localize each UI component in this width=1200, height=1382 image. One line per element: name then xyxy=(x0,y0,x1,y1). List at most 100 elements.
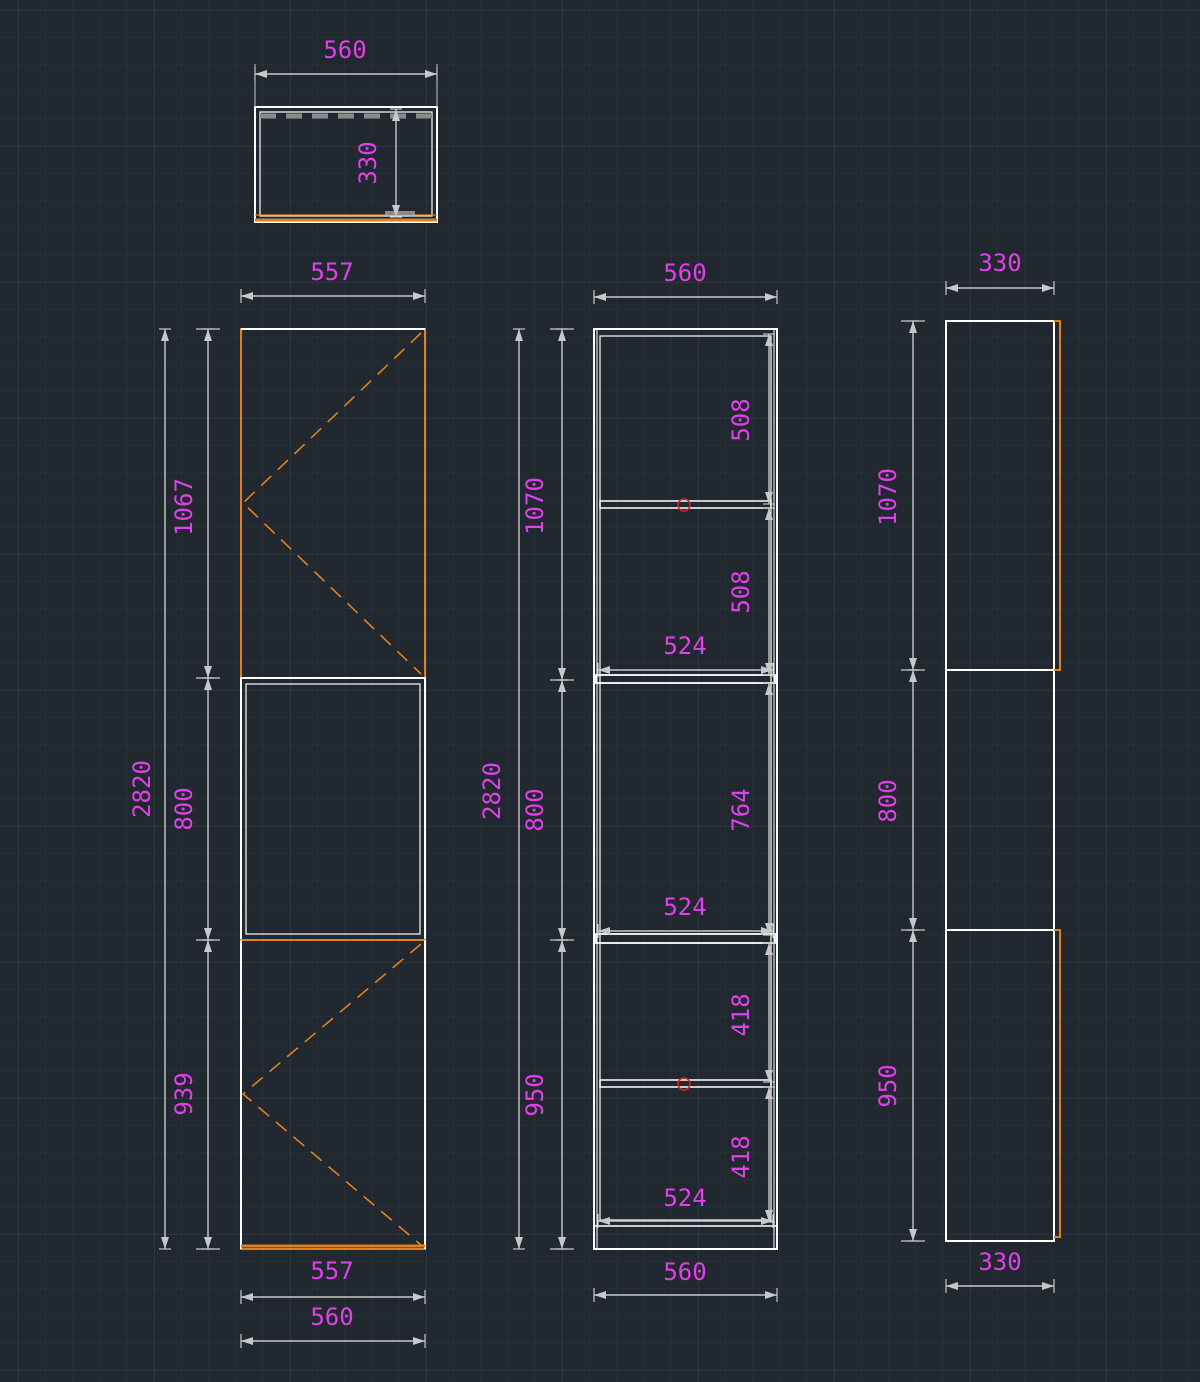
plan-inner-outline xyxy=(259,111,433,217)
dim-arrowhead xyxy=(909,321,917,333)
dim-arrowhead xyxy=(558,329,566,341)
dim-section-shelf-3: 764 xyxy=(727,788,755,831)
dim-arrowhead xyxy=(1042,284,1054,292)
dim-arrowhead xyxy=(761,927,773,935)
dim-arrowhead xyxy=(909,658,917,670)
dim-side-upper: 1070 xyxy=(874,468,902,526)
dim-arrowhead xyxy=(241,292,253,300)
dim-arrowhead xyxy=(594,1291,606,1299)
dim-arrowhead xyxy=(765,1087,773,1099)
dim-section-shelf-5: 418 xyxy=(727,1135,755,1178)
fixed-panel-2 xyxy=(595,933,776,944)
dim-arrowhead xyxy=(425,70,437,78)
dim-arrowhead xyxy=(909,930,917,942)
dim-front-upper: 1067 xyxy=(170,478,198,536)
dim-arrowhead xyxy=(558,928,566,940)
dim-section-shelf-4: 418 xyxy=(727,993,755,1036)
front-upper-hinge-dashed xyxy=(241,332,422,675)
dim-arrowhead xyxy=(765,683,773,695)
plan-outline xyxy=(254,106,438,223)
dim-arrowhead xyxy=(765,943,773,955)
side-lower-door-edge xyxy=(1054,929,1061,1238)
shelf-lower-1 xyxy=(599,1079,772,1088)
dim-arrowhead xyxy=(392,109,400,121)
front-lower-hinge-dashed xyxy=(241,943,422,1246)
shelf-pin-marker-1 xyxy=(677,498,691,512)
dim-arrowhead xyxy=(558,668,566,680)
dim-section-bottom-width: 560 xyxy=(663,1258,706,1286)
dim-arrowhead xyxy=(558,1237,566,1249)
dim-section-lower: 950 xyxy=(521,1073,549,1116)
dim-arrowhead xyxy=(598,666,610,674)
dim-arrowhead xyxy=(413,292,425,300)
dim-arrowhead xyxy=(241,1337,253,1345)
dim-arrowhead xyxy=(765,1291,777,1299)
dim-arrowhead xyxy=(413,1337,425,1345)
dim-arrowhead xyxy=(515,329,523,341)
section-inner-outline xyxy=(599,335,772,1221)
dim-arrowhead xyxy=(946,1282,958,1290)
dim-arrowhead xyxy=(1042,1282,1054,1290)
dim-section-top-width: 560 xyxy=(663,259,706,287)
dim-arrowhead xyxy=(204,940,212,952)
dim-arrowhead xyxy=(909,918,917,930)
dim-plan-depth: 330 xyxy=(354,141,382,184)
dim-arrowhead xyxy=(558,940,566,952)
dim-arrowhead xyxy=(765,293,777,301)
dim-section-shelf-1: 508 xyxy=(727,398,755,441)
dim-section-inner-width-1: 524 xyxy=(663,632,706,660)
dim-front-lower: 939 xyxy=(170,1072,198,1115)
dim-section-inner-width-3: 524 xyxy=(663,1184,706,1212)
dim-front-top-width: 557 xyxy=(310,258,353,286)
dim-arrowhead xyxy=(413,1293,425,1301)
dim-arrowhead xyxy=(161,1237,169,1249)
dim-arrowhead xyxy=(204,666,212,678)
dim-arrowhead xyxy=(765,508,773,520)
dim-side-top-width: 330 xyxy=(978,249,1021,277)
dim-front-overall-width: 560 xyxy=(310,1303,353,1331)
dim-arrowhead xyxy=(594,293,606,301)
dim-section-inner-width-2: 524 xyxy=(663,893,706,921)
dim-arrowhead xyxy=(909,670,917,682)
front-middle-inner xyxy=(245,683,421,935)
dim-arrowhead xyxy=(765,1070,773,1082)
plan-view xyxy=(254,106,438,223)
dim-section-total-height: 2820 xyxy=(478,762,506,820)
dim-side-bottom-width: 330 xyxy=(978,1248,1021,1276)
dim-arrowhead xyxy=(161,329,169,341)
dim-section-upper: 1070 xyxy=(521,477,549,535)
dim-arrowhead xyxy=(598,927,610,935)
fixed-panel-1 xyxy=(595,674,776,684)
dim-side-lower: 950 xyxy=(874,1064,902,1107)
dim-arrowhead xyxy=(204,928,212,940)
section-outline xyxy=(593,328,778,1250)
dim-arrowhead xyxy=(946,284,958,292)
shelf-pin-marker-2 xyxy=(677,1077,691,1091)
dim-arrowhead xyxy=(204,329,212,341)
front-view xyxy=(240,328,426,1250)
dim-section-middle: 800 xyxy=(521,788,549,831)
section-view xyxy=(593,328,778,1250)
dimension-labels: 560 330 557 2820 1067 800 939 557 560 56… xyxy=(128,36,1022,1331)
dim-arrowhead xyxy=(515,1237,523,1249)
dim-arrowhead xyxy=(255,70,267,78)
dim-arrowhead xyxy=(761,1217,773,1225)
dim-front-total-height: 2820 xyxy=(128,760,156,818)
dim-arrowhead xyxy=(392,205,400,217)
dim-front-bottom-width: 557 xyxy=(310,1257,353,1285)
side-upper-door-edge xyxy=(1054,320,1061,671)
dim-arrowhead xyxy=(204,1237,212,1249)
dim-arrowhead xyxy=(765,492,773,504)
dimension-lines xyxy=(159,64,1055,1348)
dim-arrowhead xyxy=(598,1217,610,1225)
dim-front-middle: 800 xyxy=(170,787,198,830)
side-outline xyxy=(945,320,1055,1242)
dim-arrowhead xyxy=(761,666,773,674)
dim-side-middle: 800 xyxy=(874,779,902,822)
dim-arrowhead xyxy=(765,1210,773,1222)
dim-arrowhead xyxy=(909,1229,917,1241)
dim-plan-width: 560 xyxy=(323,36,366,64)
dim-arrowhead xyxy=(558,680,566,692)
